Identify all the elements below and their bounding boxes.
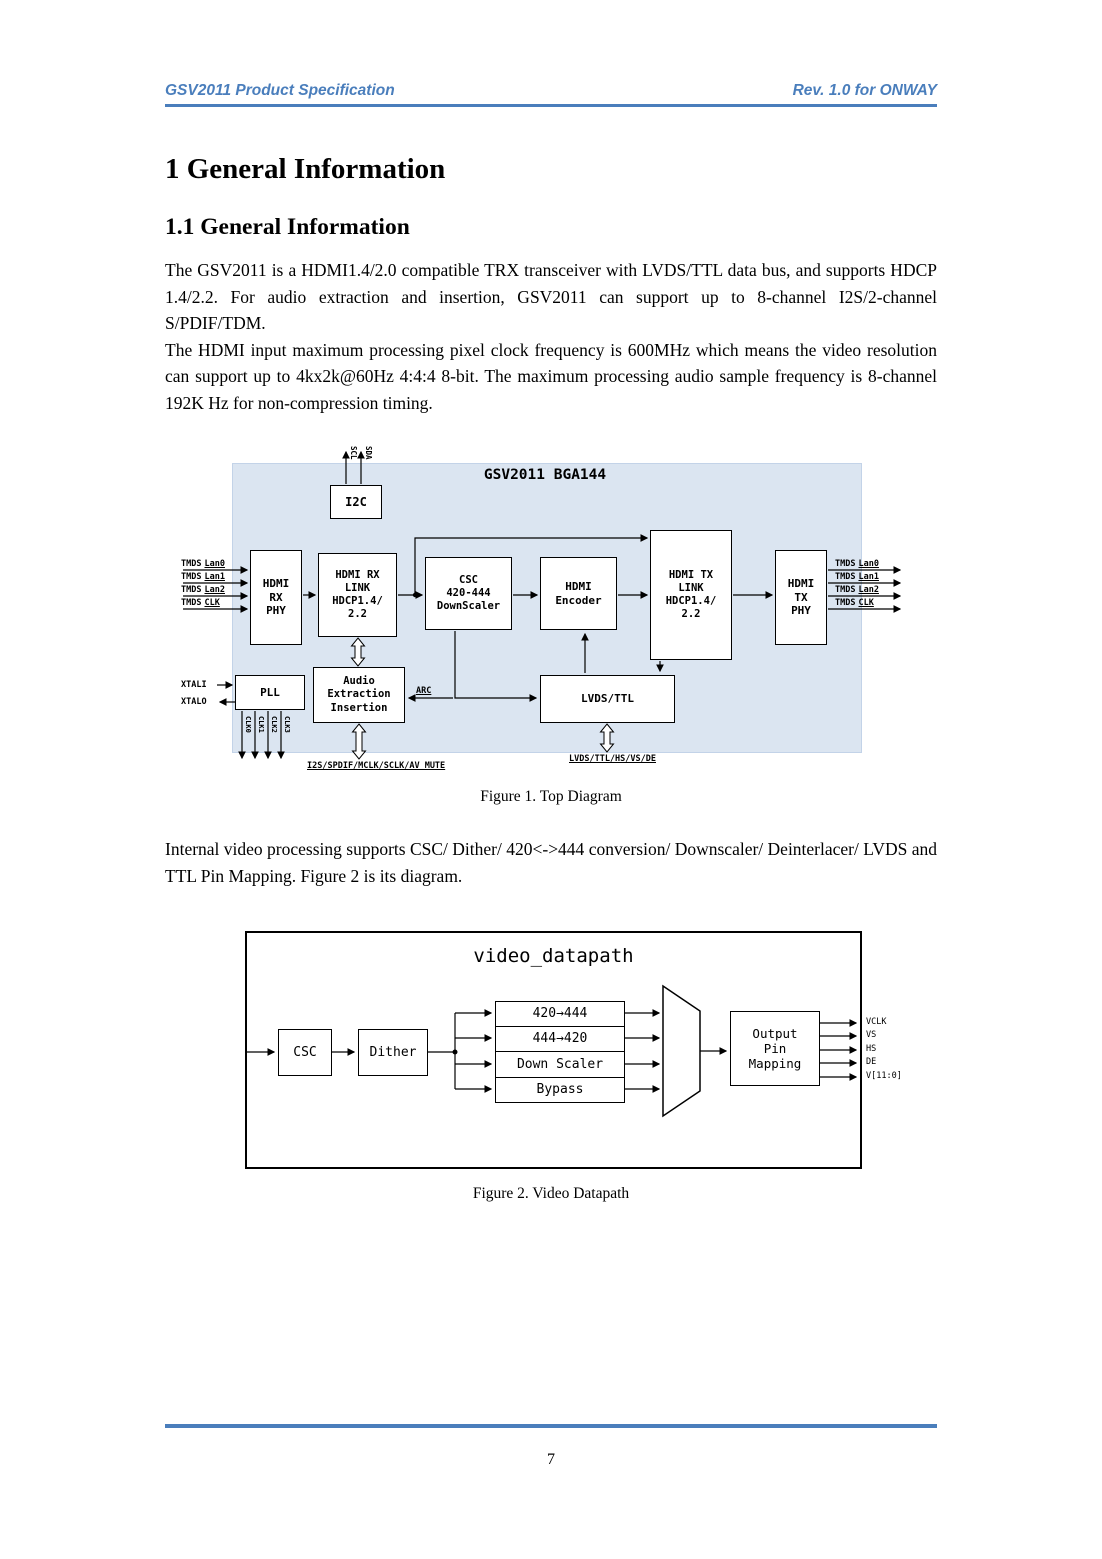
fig2-block-420-444: 420→444	[495, 1001, 625, 1027]
page-content: 1 General Information 1.1 General Inform…	[165, 153, 937, 1203]
fig2-block-dither: Dither	[358, 1029, 428, 1076]
fig2-block-csc: CSC	[278, 1029, 332, 1076]
header-rule	[165, 104, 937, 107]
header-right-revision: Rev. 1.0 for ONWAY	[792, 82, 937, 99]
fig2-out-vclk: VCLK	[866, 1017, 887, 1027]
page-number: 7	[547, 1451, 555, 1468]
page-header: GSV2011 Product Specification Rev. 1.0 f…	[165, 0, 937, 100]
figure-1-top-diagram: GSV2011 BGA144 I2C HDMI RX PHY HDMI RX L…	[165, 440, 937, 780]
pin-name: Lan0	[204, 559, 225, 569]
fig1-block-hdmi-tx-phy: HDMI TX PHY	[775, 550, 827, 645]
fig2-title: video_datapath	[473, 945, 634, 967]
bus-name: TMDS	[181, 585, 202, 595]
paragraph-2: The HDMI input maximum processing pixel …	[165, 339, 937, 413]
section-heading: 1 General Information	[165, 153, 446, 185]
fig1-arc-label: ARC	[416, 686, 432, 696]
fig2-block-bypass: Bypass	[495, 1077, 625, 1103]
pin-name: CLK	[858, 598, 874, 608]
figure-2-caption: Figure 2. Video Datapath	[472, 1185, 630, 1202]
bus-name: TMDS	[835, 559, 856, 569]
fig1-clk3-pin-label: CLK3	[283, 716, 291, 733]
fig1-scl-pin-label: SCL	[349, 446, 358, 460]
fig2-connectors	[246, 984, 858, 1118]
subsection-heading: 1.1 General Information	[165, 214, 410, 240]
fig2-out-hs: HS	[866, 1044, 877, 1054]
pin-name: Lan2	[204, 585, 225, 595]
fig1-xtalo-label: XTALO	[181, 697, 207, 707]
paragraph-1: The GSV2011 is a HDMI1.4/2.0 compatible …	[165, 260, 937, 333]
fig1-video-bus-label: LVDS/TTL/HS/VS/DE	[569, 754, 656, 764]
pin-name: Lan1	[858, 572, 879, 582]
fig1-audio-bus-label: I2S/SPDIF/MCLK/SCLK/AV MUTE	[307, 761, 446, 771]
fig1-block-hdmi-encoder: HDMI Encoder	[540, 557, 617, 630]
figure-1-caption: Figure 1. Top Diagram	[480, 788, 622, 805]
fig1-block-audio-extraction: Audio Extraction Insertion	[313, 667, 405, 723]
fig1-clk1-pin-label: CLK1	[257, 716, 265, 733]
fig1-block-pll: PLL	[235, 675, 305, 710]
bus-name: TMDS	[181, 598, 202, 608]
fig1-sda-pin-label: SDA	[364, 446, 373, 460]
fig1-block-hdmi-tx-link: HDMI TX LINK HDCP1.4/ 2.2	[650, 530, 732, 660]
fig1-block-lvds-ttl: LVDS/TTL	[540, 675, 675, 723]
fig2-mux-shape	[662, 984, 701, 1118]
fig2-block-output-pin-mapping: Output Pin Mapping	[730, 1011, 820, 1086]
bus-name: TMDS	[835, 598, 856, 608]
header-left-title: GSV2011 Product Specification	[165, 82, 395, 99]
fig1-xtali-label: XTALI	[181, 680, 207, 690]
pin-name: Lan2	[858, 585, 879, 595]
fig1-block-hdmi-rx-phy: HDMI RX PHY	[250, 550, 302, 645]
bus-name: TMDS	[835, 572, 856, 582]
bus-name: TMDS	[181, 572, 202, 582]
figure-2-video-datapath: video_datapath CSC Dither 420→444 444→42…	[165, 931, 937, 1171]
pin-name: Lan1	[204, 572, 225, 582]
fig1-connectors	[183, 450, 902, 760]
bus-name: TMDS	[181, 559, 202, 569]
fig2-block-444-420: 444→420	[495, 1026, 625, 1052]
fig1-clk0-pin-label: CLK0	[244, 716, 252, 733]
fig2-out-v-bus: V[11:0]	[866, 1071, 902, 1081]
fig1-chip-title: GSV2011 BGA144	[483, 467, 607, 483]
fig1-clk2-pin-label: CLK2	[270, 716, 278, 733]
paragraph-3: Internal video processing supports CSC/ …	[165, 839, 937, 886]
pin-name: CLK	[204, 598, 220, 608]
fig1-block-csc-downscaler: CSC 420-444 DownScaler	[425, 557, 512, 630]
pin-name: Lan0	[858, 559, 879, 569]
fig2-out-de: DE	[866, 1057, 877, 1067]
fig2-block-down-scaler: Down Scaler	[495, 1051, 625, 1078]
fig2-outer-border	[245, 931, 862, 1169]
fig1-block-i2c: I2C	[330, 485, 382, 519]
fig1-block-hdmi-rx-link: HDMI RX LINK HDCP1.4/ 2.2	[318, 553, 397, 637]
footer-rule	[165, 1424, 937, 1428]
fig2-out-vs: VS	[866, 1030, 877, 1040]
bus-name: TMDS	[835, 585, 856, 595]
